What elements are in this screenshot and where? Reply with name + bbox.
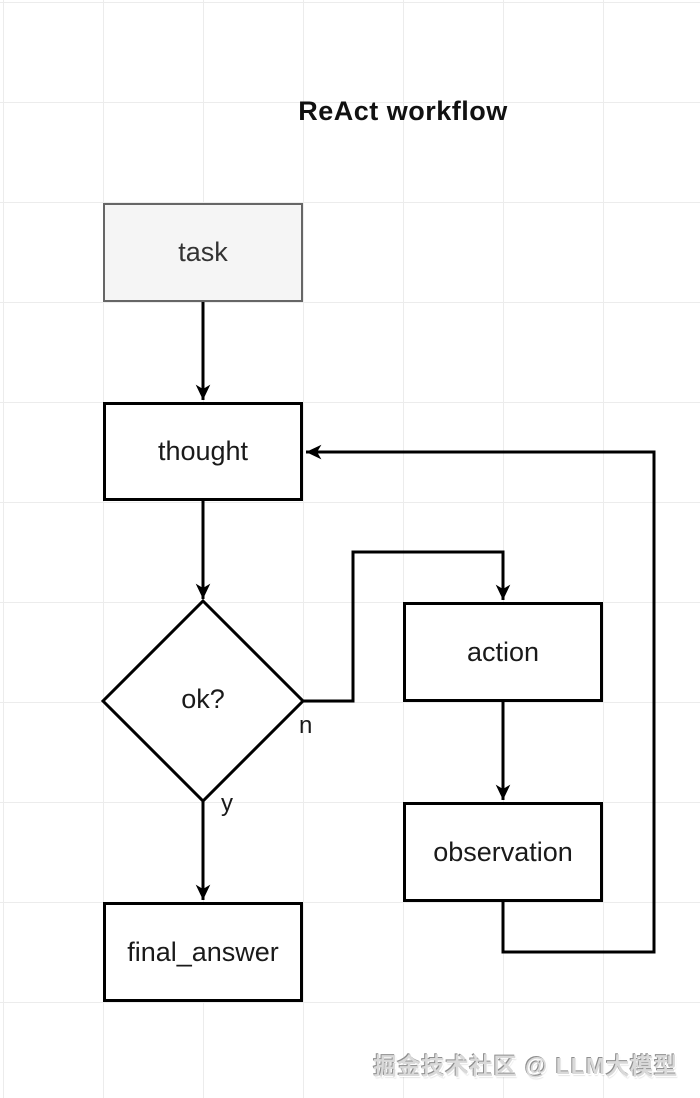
- diagram-title: ReAct workflow: [298, 96, 508, 126]
- node-action: action: [403, 602, 603, 702]
- node-observation: observation: [403, 802, 603, 902]
- node-task-label: task: [178, 237, 228, 267]
- node-task: task: [103, 203, 303, 302]
- watermark-text: 掘金技术社区 @ LLM大模型: [373, 1053, 678, 1079]
- node-final-answer: final_answer: [103, 902, 303, 1002]
- node-final-answer-label: final_answer: [127, 936, 279, 967]
- node-decision-label: ok?: [181, 684, 225, 714]
- node-thought: thought: [103, 402, 303, 501]
- edge-observation-to-thought: [306, 444, 656, 954]
- node-action-label: action: [466, 636, 540, 667]
- edge-decision-to-action: [303, 550, 511, 703]
- node-observation-label: observation: [433, 836, 573, 867]
- node-thought-label: thought: [157, 436, 249, 466]
- edge-label-y: y: [221, 790, 233, 817]
- edge-label-n: n: [299, 712, 313, 739]
